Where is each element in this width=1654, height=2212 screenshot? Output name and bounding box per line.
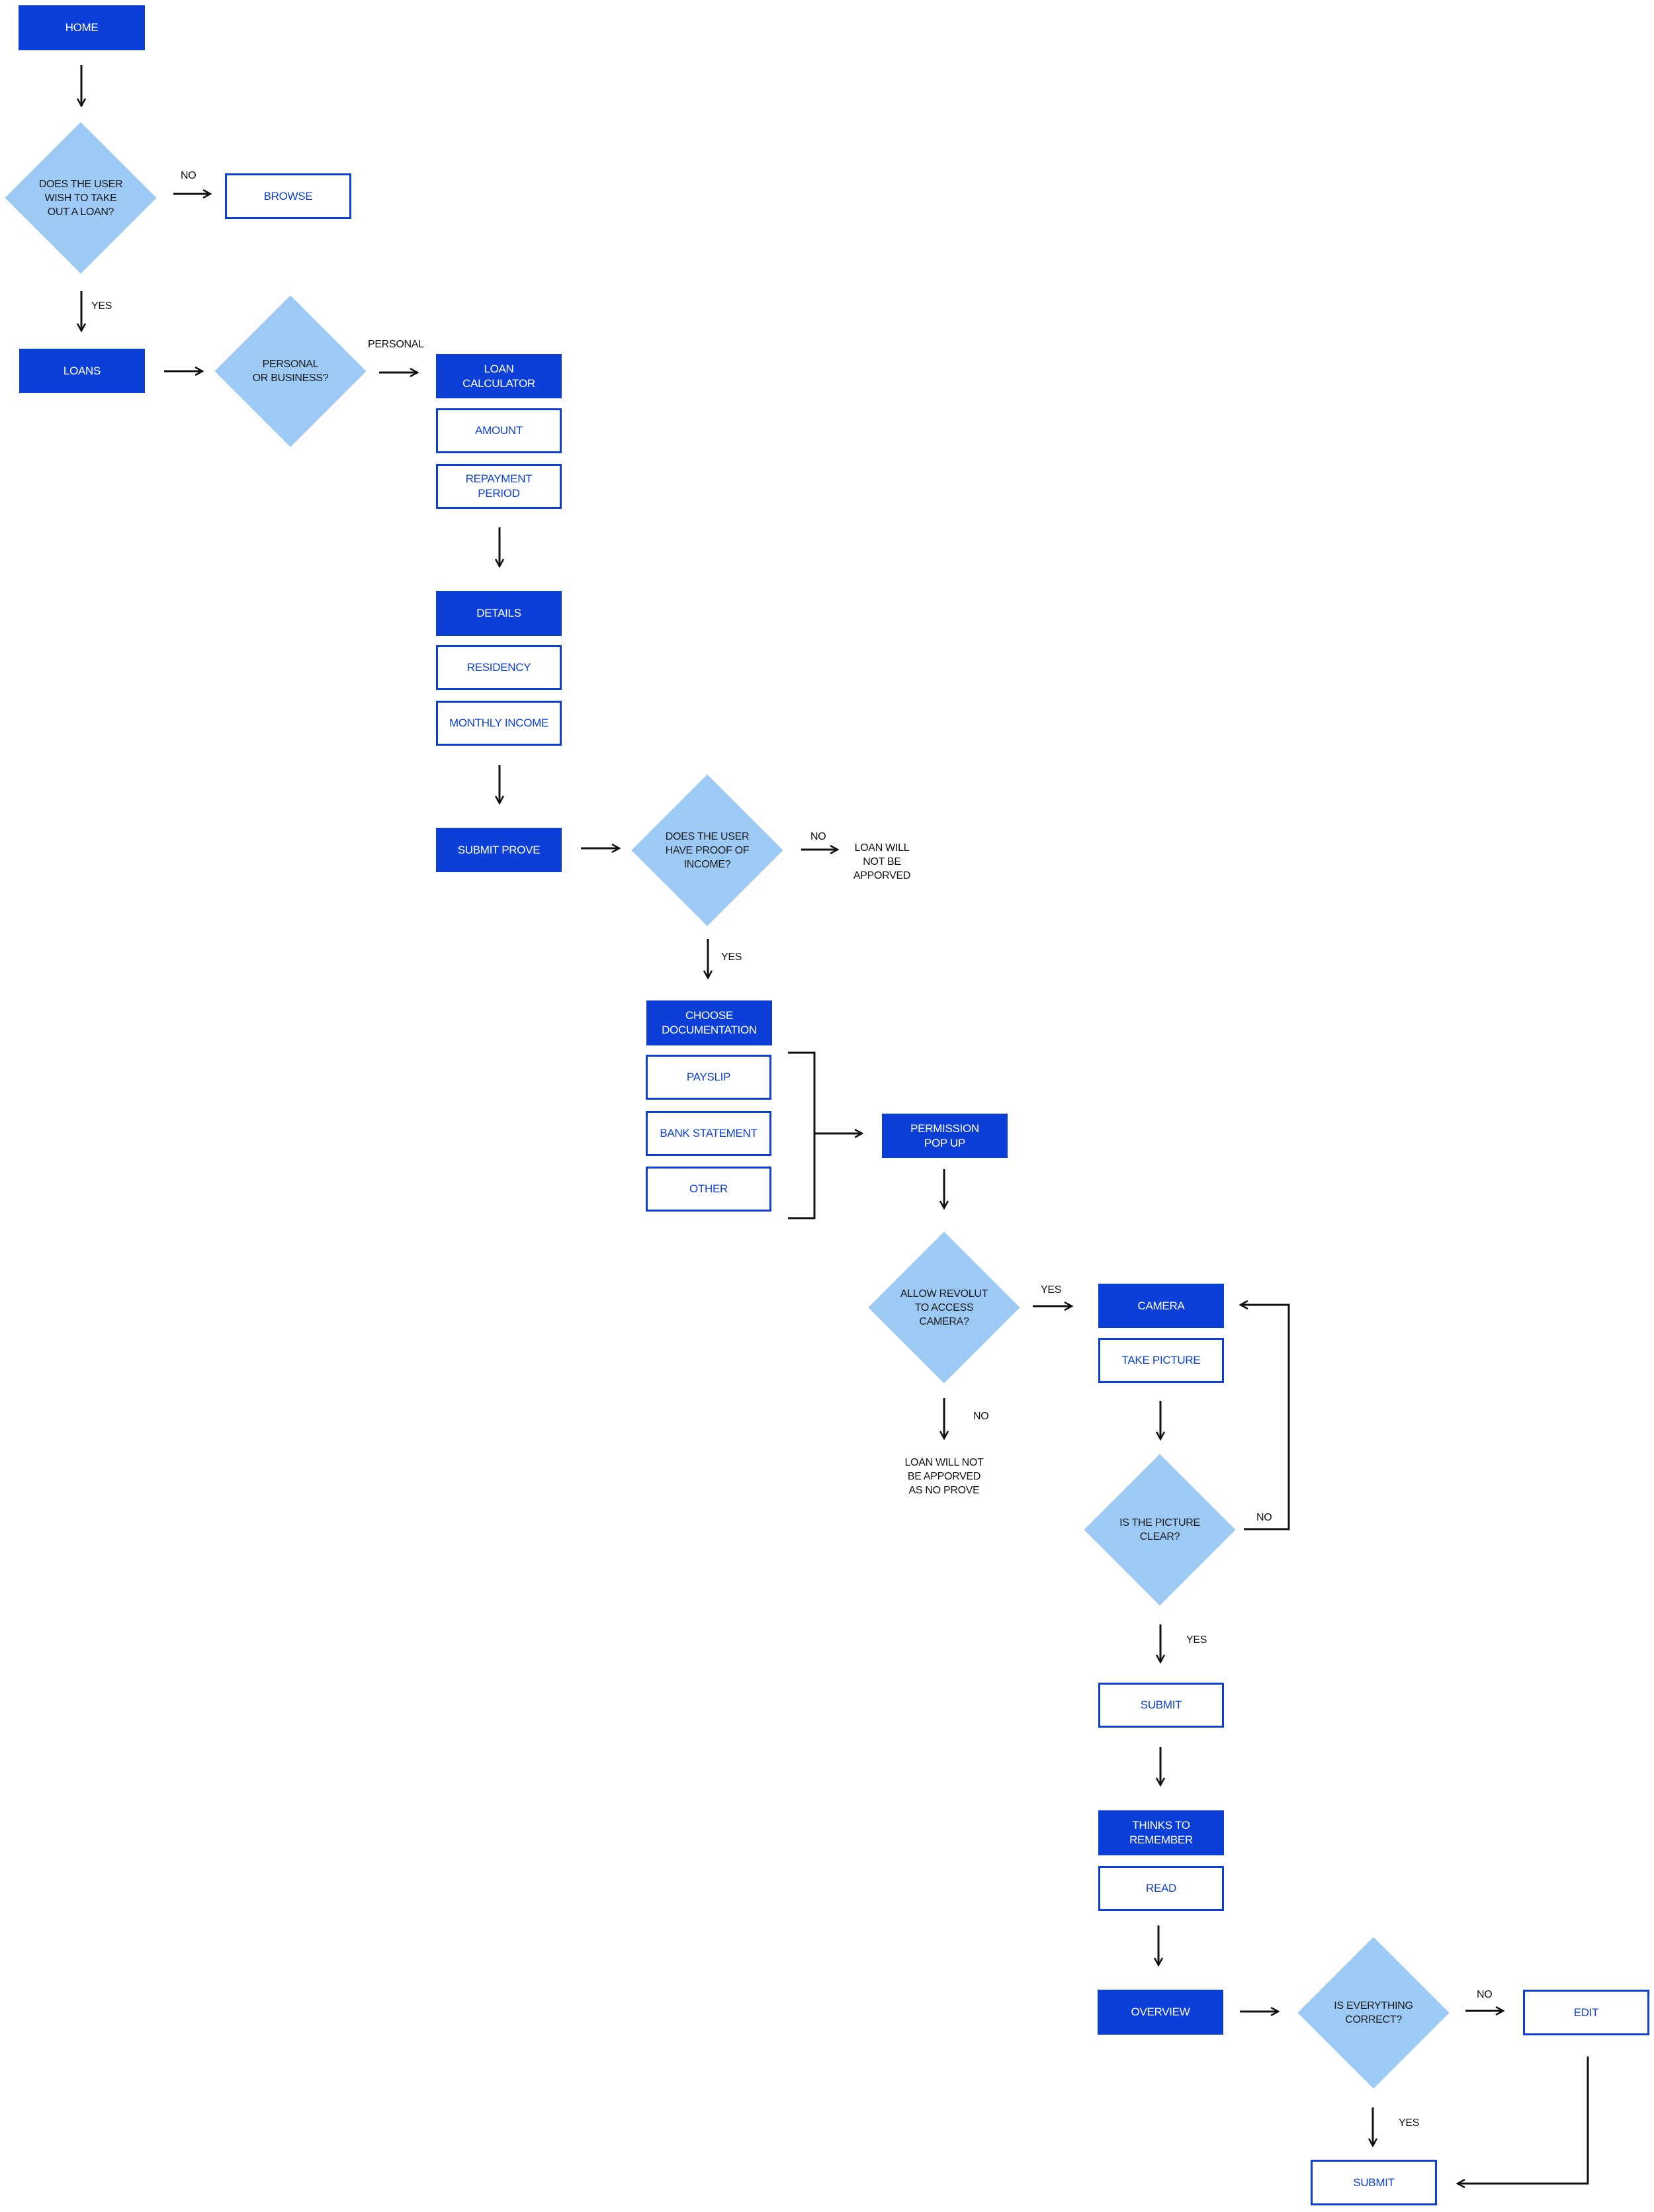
edge-label-no-picture: NO [1256,1512,1272,1523]
decision-label: DOES THE USER WISH TO TAKE OUT A LOAN? [38,178,123,218]
note-loan-not-approved-no-prove: LOAN WILL NOT BE APPORVED AS NO PROVE [904,1457,984,1496]
edge-label-yes-correct: YES [1399,2117,1420,2129]
edge-label-no-browse: NO [181,170,196,181]
bank-statement-box: BANK STATEMENT [646,1111,771,1156]
amount-box: AMOUNT [436,408,562,453]
decision-proof-income: DOES THE USER HAVE PROOF OF INCOME? [631,774,783,926]
loans-box: LOANS [19,349,145,393]
choose-documentation-box: CHOOSE DOCUMENTATION [646,1000,772,1045]
monthly-income-box: MONTHLY INCOME [436,701,562,746]
decision-wish-loan: DOES THE USER WISH TO TAKE OUT A LOAN? [5,122,157,274]
details-box: DETAILS [436,591,562,636]
edge-label-no-camera: NO [973,1411,989,1422]
payslip-box: PAYSLIP [646,1055,771,1100]
decision-label: PERSONAL OR BUSINESS? [252,359,329,384]
edge-label-yes-proof: YES [721,951,742,963]
edge-label-no-proof: NO [810,831,826,842]
arrow-picture-no-loop [1240,1305,1290,1530]
overview-box: OVERVIEW [1098,1990,1223,2035]
home-box: HOME [19,5,145,50]
permission-popup-box: PERMISSION POP UP [882,1114,1008,1158]
decision-picture-clear: IS THE PICTURE CLEAR? [1084,1454,1236,1606]
browse-box: BROWSE [225,173,351,219]
decision-allow-camera: ALLOW REVOLUT TO ACCESS CAMERA? [868,1231,1020,1384]
edge-label-yes-picture: YES [1186,1634,1207,1646]
submit-prove-box: SUBMIT PROVE [436,828,562,872]
edit-box: EDIT [1523,1990,1649,2035]
submit-box-1: SUBMIT [1098,1683,1224,1728]
decision-label: IS THE PICTURE CLEAR? [1119,1517,1200,1542]
loan-calculator-box: LOAN CALCULATOR [436,354,562,398]
edge-label-yes-loans: YES [91,300,112,312]
edge-label-personal: PERSONAL [368,339,424,350]
read-box: READ [1098,1866,1224,1911]
other-box: OTHER [646,1167,771,1212]
repayment-period-box: REPAYMENT PERIOD [436,464,562,509]
submit-box-2: SUBMIT [1311,2160,1437,2205]
decision-label: DOES THE USER HAVE PROOF OF INCOME? [665,830,750,870]
edge-label-yes-camera: YES [1041,1284,1062,1296]
edge-label-no-correct: NO [1477,1989,1493,2000]
residency-box: RESIDENCY [436,645,562,690]
decision-personal-business: PERSONAL OR BUSINESS? [214,295,367,447]
thinks-to-remember-box: THINKS TO REMEMBER [1098,1810,1224,1855]
take-picture-box: TAKE PICTURE [1098,1338,1224,1383]
bracket-documentation [788,1051,816,1219]
arrow-edit-to-submit [1458,2057,1589,2184]
decision-label: ALLOW REVOLUT TO ACCESS CAMERA? [900,1288,988,1327]
decision-label: IS EVERYTHING CORRECT? [1334,2000,1413,2025]
camera-box: CAMERA [1098,1284,1224,1328]
decision-everything-correct: IS EVERYTHING CORRECT? [1297,1937,1450,2089]
note-loan-not-approved: LOAN WILL NOT BE APPORVED [853,842,911,881]
